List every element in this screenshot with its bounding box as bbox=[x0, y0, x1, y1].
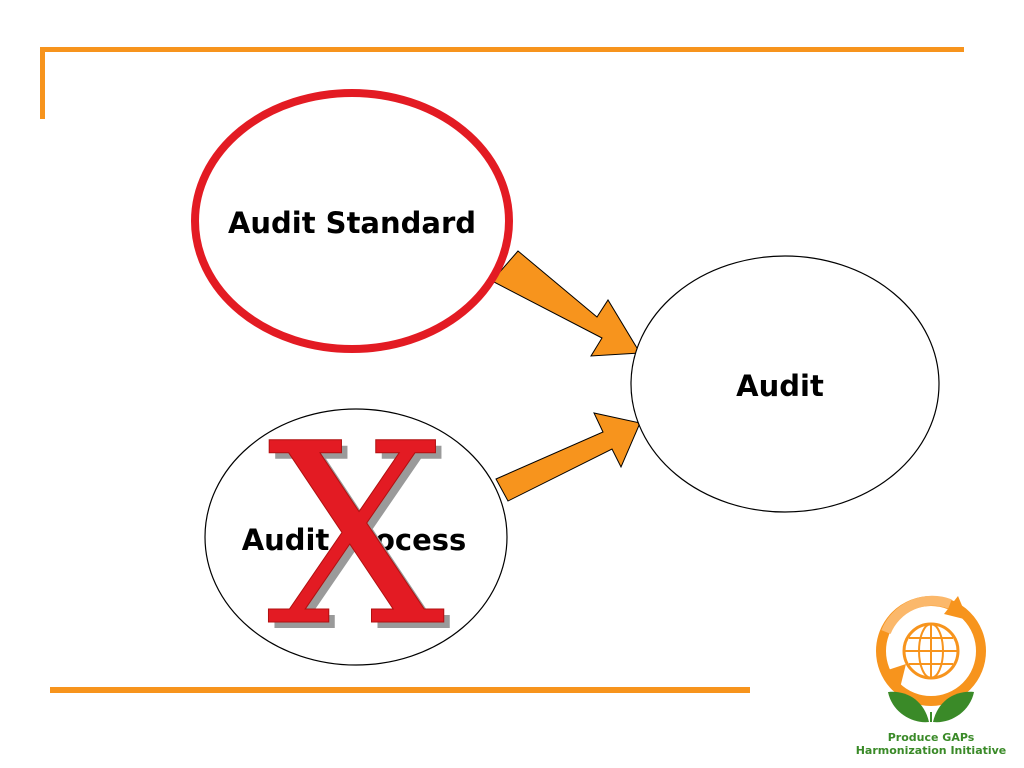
cross-mark-shadow: X bbox=[273, 396, 451, 687]
logo-line2: Harmonization Initiative bbox=[855, 744, 1007, 757]
logo-caption: Produce GAPs Harmonization Initiative bbox=[838, 731, 1024, 757]
bottom-accent-line bbox=[50, 687, 750, 693]
node-audit-label: Audit bbox=[736, 369, 824, 403]
globe-with-leaves-icon bbox=[876, 595, 986, 723]
logo-line1: Produce GAPs bbox=[887, 731, 975, 744]
node-audit bbox=[630, 255, 940, 513]
arrow-standard-to-audit bbox=[491, 250, 641, 357]
node-audit-process-label: Audit Process bbox=[242, 523, 467, 557]
arrow-process-to-audit bbox=[495, 412, 641, 502]
top-accent-line bbox=[40, 47, 964, 52]
node-audit-standard bbox=[191, 89, 513, 353]
left-accent-line bbox=[40, 47, 45, 119]
cross-mark: X bbox=[267, 390, 445, 681]
node-audit-process bbox=[204, 408, 508, 666]
node-audit-standard-label: Audit Standard bbox=[228, 206, 476, 240]
